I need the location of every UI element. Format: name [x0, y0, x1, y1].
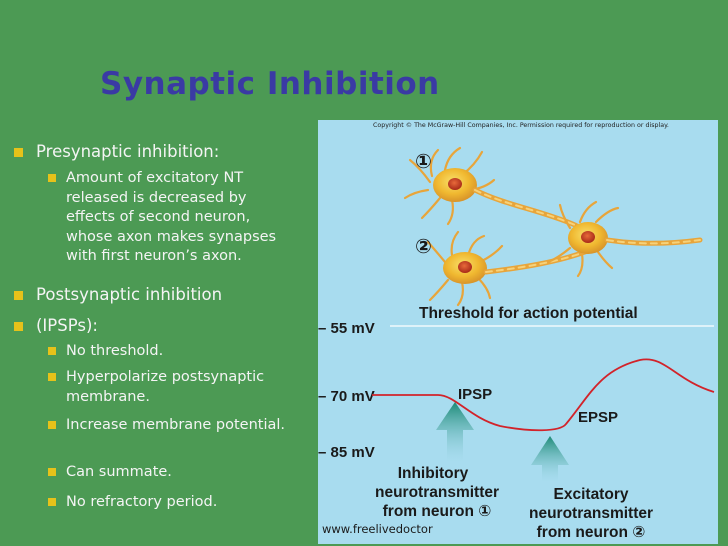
- bullet-text: (IPSPs):: [36, 316, 98, 335]
- sub-bullet-marker-icon: [48, 498, 56, 506]
- bullet-text: Presynaptic inhibition:: [36, 142, 220, 161]
- excitatory-label: Excitatory neurotransmitter from neuron …: [529, 486, 653, 541]
- sub-bullet-marker-icon: [48, 421, 56, 429]
- bullet-marker-icon: [14, 322, 23, 331]
- sub-bullet-text: Hyperpolarize postsynaptic membrane.: [66, 369, 265, 405]
- slide-title: Synaptic Inhibition: [100, 66, 440, 102]
- threshold-label: Threshold for action potential: [419, 305, 638, 322]
- voltage-label-minus-55: – 55 mV: [318, 320, 375, 337]
- sub-bullet-text: No refractory period.: [66, 494, 218, 510]
- inhibitory-line-3: from neuron ①: [383, 503, 492, 520]
- sub-bullet-marker-icon: [48, 468, 56, 476]
- voltage-label-minus-85: – 85 mV: [318, 444, 375, 461]
- inhibitory-line-2: neurotransmitter: [375, 484, 499, 501]
- ipsp-label: IPSP: [458, 386, 492, 403]
- sub-bullet-text: Can summate.: [66, 464, 172, 480]
- bullet-marker-icon: [14, 291, 23, 300]
- bullet-text: Postsynaptic inhibition: [36, 285, 223, 304]
- excitatory-line-1: Excitatory: [554, 486, 629, 503]
- sub-bullet-text: Increase membrane potential.: [66, 417, 286, 433]
- epsp-label: EPSP: [578, 409, 618, 426]
- neuron-2-icon: ②: [415, 230, 593, 307]
- copyright-notice: Copyright © The McGraw-Hill Companies, I…: [373, 122, 669, 129]
- sub-bullet-text: No threshold.: [66, 343, 164, 359]
- excitatory-arrow-icon: [531, 436, 569, 482]
- voltage-label-minus-70: – 70 mV: [318, 388, 375, 405]
- site-credit: www.freelivedoctor: [322, 522, 433, 536]
- neuron-2-marker: ②: [415, 236, 432, 258]
- sub-bullet-marker-icon: [48, 373, 56, 381]
- synapse-figure-panel: [318, 120, 718, 544]
- bullet-marker-icon: [14, 148, 23, 157]
- neuron-1-marker: ①: [415, 151, 432, 173]
- postsynaptic-neuron-icon: [546, 200, 703, 278]
- excitatory-line-2: neurotransmitter: [529, 505, 653, 522]
- inhibitory-line-1: Inhibitory: [398, 465, 469, 482]
- sub-bullet-text: Amount of excitatory NT released is decr…: [66, 170, 277, 264]
- inhibitory-label: Inhibitory neurotransmitter from neuron …: [375, 465, 499, 520]
- inhibitory-arrow-icon: [436, 402, 474, 462]
- membrane-potential-trace: [372, 358, 715, 432]
- sub-bullet-marker-icon: [48, 347, 56, 355]
- excitatory-line-3: from neuron ②: [537, 524, 646, 541]
- neuron-1-icon: ①: [403, 146, 599, 243]
- sub-bullet-marker-icon: [48, 174, 56, 182]
